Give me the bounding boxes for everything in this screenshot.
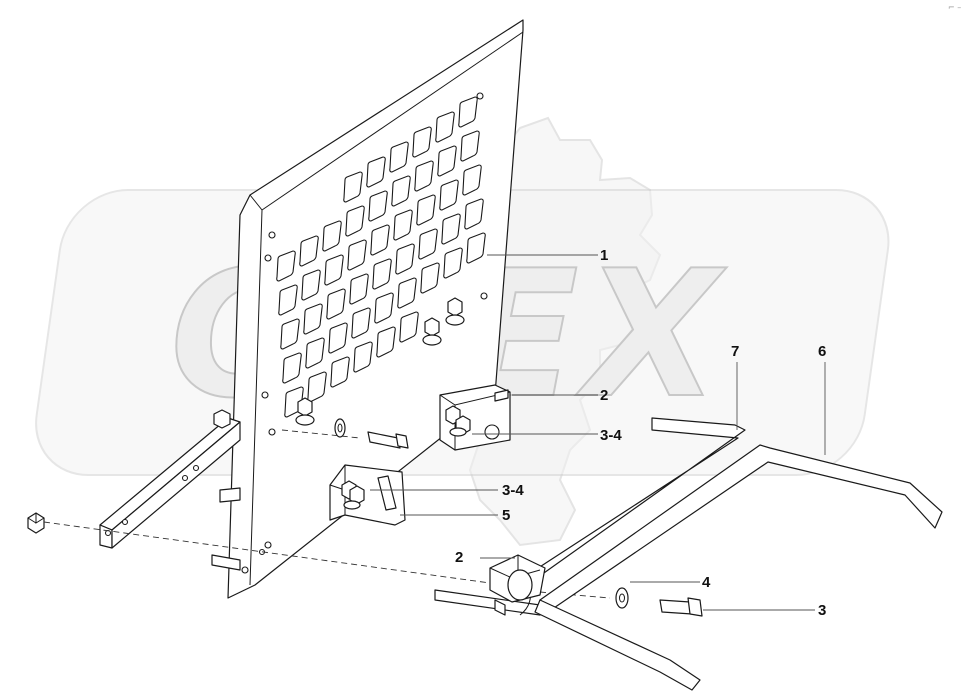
grille-slot <box>366 156 386 188</box>
grille-slot <box>370 224 390 256</box>
grille-slot <box>374 292 394 324</box>
part-1-grille-plate <box>227 19 524 599</box>
grille-slot <box>458 96 478 128</box>
grille-slot <box>414 160 434 192</box>
callout-2-lower: 2 <box>455 549 463 566</box>
callout-5: 5 <box>502 507 510 524</box>
grille-slot <box>393 209 413 241</box>
grille-slot <box>276 250 296 282</box>
grille-slot <box>443 247 463 279</box>
plate-fasteners <box>281 297 465 449</box>
callout-4: 4 <box>702 574 711 591</box>
grille-slot <box>420 262 440 294</box>
callout-2-upper: 2 <box>600 387 608 404</box>
callout-1: 1 <box>600 247 608 264</box>
upper-clip-bracket <box>439 384 511 451</box>
lower-clip-bracket <box>329 464 406 526</box>
callout-6: 6 <box>818 343 826 360</box>
grille-slot <box>412 126 432 158</box>
loose-nut <box>27 512 45 534</box>
grille-slot <box>437 145 457 177</box>
grille-slot <box>435 111 455 143</box>
grille-slot <box>343 171 363 203</box>
rod-clamp-bracket <box>489 554 546 616</box>
grille-slot <box>345 205 365 237</box>
grille-slots <box>276 96 486 418</box>
grille-slot <box>389 141 409 173</box>
leader-lines <box>370 254 826 611</box>
grille-slot <box>322 220 342 252</box>
callout-3-4-lower: 3-4 <box>502 482 524 499</box>
grille-slot <box>351 307 371 339</box>
part-6-bent-rod <box>534 444 943 691</box>
grille-slot <box>280 318 300 350</box>
grille-slot <box>299 235 319 267</box>
grille-slot <box>328 322 348 354</box>
grille-slot <box>418 228 438 260</box>
grille-slot <box>376 326 396 358</box>
assembly-axis-dashed <box>43 521 491 584</box>
grille-slot <box>372 258 392 290</box>
corner-mark: ⌐ – <box>948 3 961 12</box>
side-bracket-strip <box>99 409 241 571</box>
grille-slot <box>353 341 373 373</box>
grille-slot <box>441 213 461 245</box>
callout-7: 7 <box>731 343 739 360</box>
grille-slot <box>397 277 417 309</box>
grille-slot <box>416 194 436 226</box>
washer-and-bolt-right <box>615 587 703 617</box>
grille-slot <box>462 164 482 196</box>
grille-slot <box>460 130 480 162</box>
grille-slot <box>391 175 411 207</box>
grille-slot <box>439 179 459 211</box>
grille-slot <box>399 311 419 343</box>
grille-slot <box>282 352 302 384</box>
callout-labels: 1 2 3-4 3-4 5 7 6 2 4 3 <box>455 247 826 619</box>
grille-slot <box>466 232 486 264</box>
grille-slot <box>307 371 327 403</box>
callout-3: 3 <box>818 602 826 619</box>
grille-slot <box>326 288 346 320</box>
grille-slot <box>395 243 415 275</box>
grille-slot <box>368 190 388 222</box>
grille-slot <box>301 269 321 301</box>
grille-slot <box>349 273 369 305</box>
grille-slot <box>464 198 484 230</box>
grille-slot <box>303 303 323 335</box>
grille-slot <box>324 254 344 286</box>
grille-slot <box>278 284 298 316</box>
callout-3-4-upper: 3-4 <box>600 427 622 444</box>
grille-slot <box>347 239 367 271</box>
grille-slot <box>305 337 325 369</box>
grille-slot <box>330 356 350 388</box>
